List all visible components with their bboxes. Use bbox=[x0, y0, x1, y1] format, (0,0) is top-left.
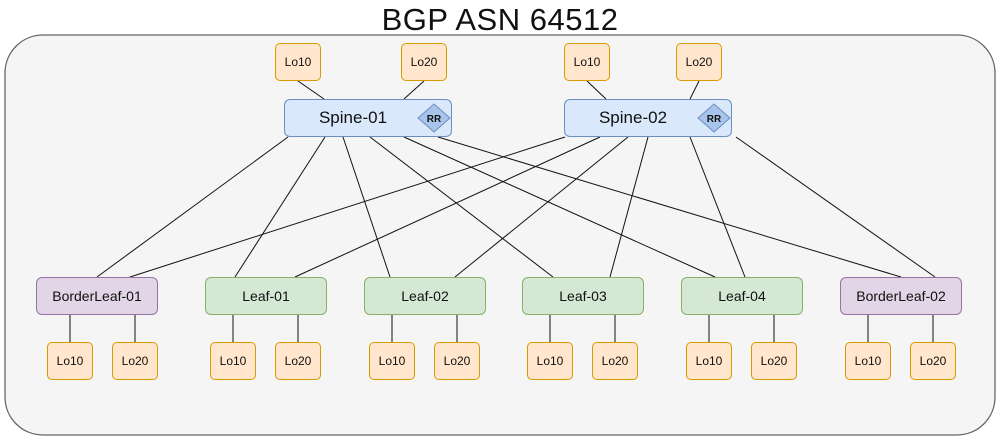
link-spine-02-leaf-4 bbox=[609, 136, 649, 278]
leaf-01-lo10[interactable]: Lo10 bbox=[210, 342, 256, 380]
spine-01-node[interactable]: Spine-01 RR bbox=[284, 99, 452, 137]
link-spine-02-leaf-5 bbox=[689, 136, 746, 278]
link-spine-02-leaf-1 bbox=[129, 136, 566, 278]
spine-01-lo20[interactable]: Lo20 bbox=[401, 43, 447, 81]
diagram-title: BGP ASN 64512 bbox=[381, 2, 619, 37]
spine-02-rr-label: RR bbox=[707, 114, 722, 125]
link-spine-01-leaf-5 bbox=[403, 136, 716, 278]
borderleaf-01-lo10[interactable]: Lo10 bbox=[47, 342, 93, 380]
borderleaf-01-lo20[interactable]: Lo20 bbox=[112, 342, 158, 380]
borderleaf-02-lo10[interactable]: Lo10 bbox=[845, 342, 891, 380]
leaf-03-lo20[interactable]: Lo20 bbox=[592, 342, 638, 380]
spine-01-lo10[interactable]: Lo10 bbox=[275, 43, 321, 81]
leaf-01-lo20[interactable]: Lo20 bbox=[275, 342, 321, 380]
link-spine-02-leaf-2 bbox=[294, 136, 601, 278]
spine-02-node[interactable]: Spine-02 RR bbox=[564, 99, 732, 137]
leaf-04-lo10[interactable]: Lo10 bbox=[686, 342, 732, 380]
link-spine-02-leaf-6 bbox=[735, 136, 936, 278]
link-spine-02-lo20 bbox=[689, 80, 700, 100]
spine-02-lo20[interactable]: Lo20 bbox=[676, 43, 722, 81]
leaf-01-node[interactable]: Leaf-01 bbox=[205, 277, 327, 315]
link-spine-01-leaf-6 bbox=[437, 136, 902, 278]
link-spine-01-lo20 bbox=[403, 80, 425, 100]
link-spine-01-leaf-3 bbox=[342, 136, 391, 278]
spine-01-label: Spine-01 bbox=[318, 108, 388, 127]
spine-02-label: Spine-02 bbox=[598, 108, 668, 127]
leaf-03-node[interactable]: Leaf-03 bbox=[522, 277, 644, 315]
borderleaf-02-node[interactable]: BorderLeaf-02 bbox=[840, 277, 962, 315]
leaf-02-lo20[interactable]: Lo20 bbox=[434, 342, 480, 380]
leaf-02-lo10[interactable]: Lo10 bbox=[369, 342, 415, 380]
borderleaf-02-lo20[interactable]: Lo20 bbox=[910, 342, 956, 380]
link-spine-02-leaf-3 bbox=[454, 136, 629, 278]
leaf-03-lo10[interactable]: Lo10 bbox=[527, 342, 573, 380]
link-spine-01-leaf-4 bbox=[369, 136, 554, 278]
leaf-04-node[interactable]: Leaf-04 bbox=[681, 277, 803, 315]
route-reflector-icon: RR bbox=[417, 103, 451, 133]
leaf-04-lo20[interactable]: Lo20 bbox=[751, 342, 797, 380]
link-spine-01-leaf-1 bbox=[96, 136, 289, 278]
leaf-02-node[interactable]: Leaf-02 bbox=[364, 277, 486, 315]
link-spine-01-leaf-2 bbox=[234, 136, 326, 278]
route-reflector-icon: RR bbox=[697, 103, 731, 133]
bgp-as-container bbox=[4, 34, 996, 436]
spine-01-rr-label: RR bbox=[427, 114, 442, 125]
borderleaf-01-node[interactable]: BorderLeaf-01 bbox=[36, 277, 158, 315]
spine-02-lo10[interactable]: Lo10 bbox=[564, 43, 610, 81]
link-spine-02-lo10 bbox=[586, 80, 607, 100]
link-spine-01-lo10 bbox=[297, 80, 325, 100]
links-layer bbox=[69, 80, 936, 342]
